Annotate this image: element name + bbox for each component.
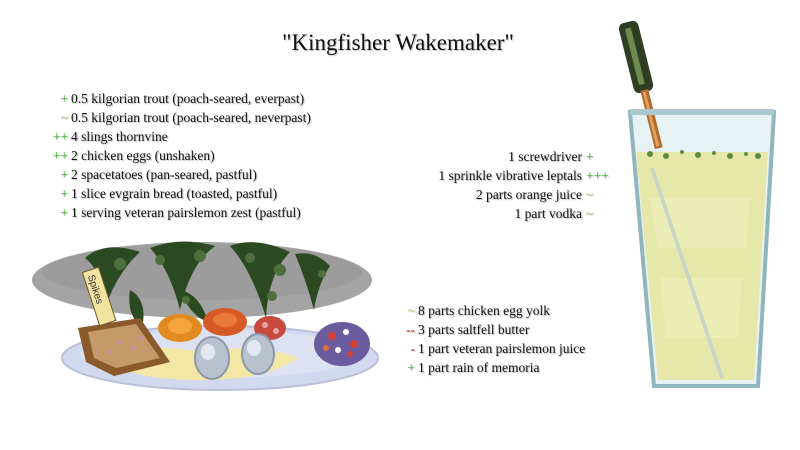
- ingredient-text: 1 part veteran pairslemon juice: [418, 341, 586, 356]
- ingredient-marker: +: [60, 186, 68, 201]
- ingredient-marker: ++: [52, 129, 68, 144]
- ingredient-text: 2 chicken eggs (unshaken): [71, 148, 215, 163]
- food-ingredient: +1 serving veteran pairslemon zest (past…: [40, 203, 311, 222]
- leptal-sprinkles: [647, 150, 761, 159]
- food-ingredient: +0.5 kilgorian trout (poach-seared, ever…: [40, 89, 311, 108]
- ingredient-marker: ~: [586, 187, 594, 202]
- ingredient-marker: +++: [586, 168, 609, 183]
- ingredient-marker: +: [60, 205, 68, 220]
- screwdriver-drink-illustration: [618, 20, 777, 388]
- ingredient-marker: +: [60, 167, 68, 182]
- sauce-ingredient: +1 part rain of memoria: [397, 358, 585, 377]
- ingredient-marker: --: [406, 322, 415, 337]
- ingredient-marker: +: [60, 91, 68, 106]
- ingredient-text: 2 spacetatoes (pan-seared, pastful): [71, 167, 257, 182]
- ingredient-marker: +: [586, 149, 594, 164]
- food-ingredient: +1 slice evgrain bread (toasted, pastful…: [40, 184, 311, 203]
- screwdriver-tool: [618, 20, 663, 150]
- sauce-ingredient: -1 part veteran pairslemon juice: [397, 339, 586, 358]
- sauce-ingredient-list: ~8 parts chicken egg yolk --3 parts salt…: [397, 301, 585, 377]
- ingredient-text: 1 serving veteran pairslemon zest (pastf…: [71, 205, 301, 220]
- orange-juice: [636, 152, 768, 380]
- ingredient-marker: -: [410, 341, 416, 356]
- ingredient-marker: +: [407, 360, 415, 375]
- eggs: [194, 333, 275, 380]
- ingredient-marker: ++: [52, 148, 68, 163]
- food-plate-illustration: Spikes: [32, 241, 379, 391]
- ingredient-text: 1 screwdriver: [508, 149, 582, 164]
- ingredient-text: 1 slice evgrain bread (toasted, pastful): [71, 186, 278, 201]
- food-ingredient: ++2 chicken eggs (unshaken): [40, 146, 311, 165]
- ingredient-text: 8 parts chicken egg yolk: [418, 303, 550, 318]
- drink-ingredient: 1 sprinkle vibrative leptals +++: [438, 166, 614, 185]
- food-ingredient: ~0.5 kilgorian trout (poach-seared, neve…: [40, 108, 311, 127]
- food-ingredient: +2 spacetatoes (pan-seared, pastful): [40, 165, 311, 184]
- ingredient-text: 1 part rain of memoria: [418, 360, 540, 375]
- ingredient-text: 3 parts saltfell butter: [418, 322, 530, 337]
- drink-ingredient-list: 1 screwdriver + 1 sprinkle vibrative lept…: [438, 147, 614, 223]
- spacetatoes: [158, 308, 247, 342]
- zest: [314, 322, 370, 366]
- ingredient-text: 4 slings thornvine: [71, 129, 168, 144]
- thornvine: [85, 241, 330, 328]
- ingredient-text: 0.5 kilgorian trout (poach-seared, never…: [71, 110, 311, 125]
- ingredient-text: 2 parts orange juice: [475, 187, 582, 202]
- stir-stick: [650, 167, 724, 379]
- ingredient-marker: ~: [586, 206, 594, 221]
- ingredient-marker: ~: [407, 303, 415, 318]
- page-title: "Kingfisher Wakemaker": [282, 30, 514, 55]
- toast-slice: [78, 318, 170, 376]
- drink-ingredient: 2 parts orange juice ~: [438, 185, 614, 204]
- sauce-ingredient: ~8 parts chicken egg yolk: [397, 301, 585, 320]
- ingredient-text: 1 sprinkle vibrative leptals: [438, 168, 582, 183]
- drink-ingredient: 1 part vodka ~: [438, 204, 614, 223]
- sauce-ingredient: --3 parts saltfell butter: [397, 320, 585, 339]
- ingredient-marker: ~: [60, 110, 68, 125]
- food-ingredient: ++4 slings thornvine: [40, 127, 311, 146]
- food-ingredient-list: +0.5 kilgorian trout (poach-seared, ever…: [40, 89, 311, 222]
- drink-ingredient: 1 screwdriver +: [438, 147, 614, 166]
- ingredient-text: 1 part vodka: [514, 206, 582, 221]
- ingredient-text: 0.5 kilgorian trout (poach-seared, everp…: [71, 91, 305, 106]
